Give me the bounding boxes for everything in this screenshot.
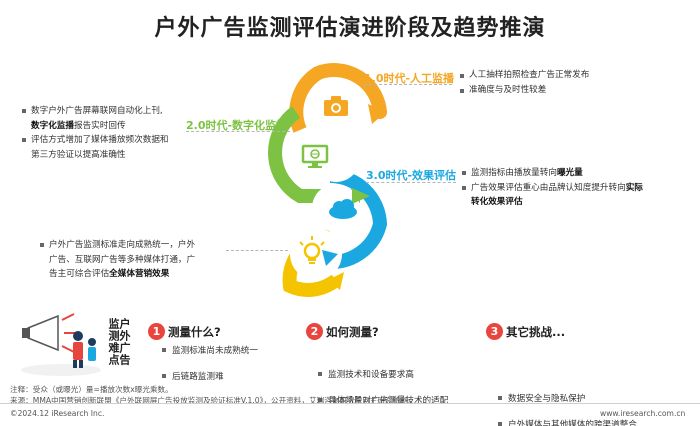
stage-2-arc xyxy=(268,106,360,203)
list-item-cont: 告主可综合评估全媒体营销效果 xyxy=(49,269,170,279)
list-item-cont: 数字化监播报告实时回传 xyxy=(31,120,126,131)
note-text: 注释：受众（或曝光）量=播放次数x曝光乘数。 xyxy=(10,385,173,394)
stage-4-bullets: 户外广告监测标准走向成熟统一，户外 广告、互联网广告等多种媒体打通，广 告主可综… xyxy=(40,238,195,282)
stage-1-arc xyxy=(311,63,387,119)
list-item-cont: 转化效果评估 xyxy=(471,197,523,207)
stage-1-bullets: 人工抽样拍照检查广告正常发布 准确度与及时性较差 xyxy=(460,68,589,98)
list-item-cont: 第三方验证以提高准确性 xyxy=(31,149,126,160)
monitor-icon xyxy=(301,144,329,168)
list-item: 准确度与及时性较差 xyxy=(460,83,589,98)
stage-3-arc xyxy=(329,168,388,269)
list-item: 人工抽样拍照检查广告正常发布 xyxy=(460,68,589,83)
source-text: 来源：MMA中国营销创新联盟《户外联网屏广告投放监测及验证标准V.1.0》，公开… xyxy=(10,396,416,405)
list-item: 数字户外广告屏幕联网自动化上刊, xyxy=(22,104,169,119)
list-item: 评估方式增加了媒体播放频次数据和 xyxy=(22,133,169,148)
list-item: 广告效果评估重心由品牌认知度提升转向实际 xyxy=(462,181,643,196)
megaphone-illustration xyxy=(21,313,101,376)
question-1-item: 后链路监测难 xyxy=(162,370,700,382)
pain-points-label: 户外广告监测难点 xyxy=(107,318,131,366)
cloud-icon xyxy=(329,199,357,219)
stage-3-connector xyxy=(366,182,456,183)
stage-1-arc-left xyxy=(289,67,322,133)
list-item-cont: 广告、互联网广告等多种媒体打通，广 xyxy=(49,254,196,265)
list-item: 户外广告监测标准走向成熟统一，户外 xyxy=(40,238,195,253)
stage-2-connector xyxy=(186,131,290,132)
lightbulb-icon xyxy=(299,236,325,264)
question-1-number: 1 xyxy=(148,323,165,340)
question-1-title: 测量什么? xyxy=(168,325,221,339)
question-2-title: 如何测量? xyxy=(326,325,379,339)
footer-url[interactable]: www.iresearch.com.cn xyxy=(600,409,686,418)
stage-4-connector xyxy=(226,250,288,251)
stage-2-label: 2.0时代-数字化监播 xyxy=(186,119,288,132)
question-2-item: 具体场景对广告测量技术的适配 xyxy=(318,394,700,406)
question-3-title: 其它挑战... xyxy=(506,325,566,339)
stage-3-label: 3.0时代-效果评估 xyxy=(366,169,457,182)
stage-1-connector xyxy=(364,84,452,85)
footer-divider xyxy=(0,403,700,404)
question-1-item: 监测标准尚未成熟统一 xyxy=(162,344,700,356)
question-2-item: 监测技术和设备要求高 xyxy=(318,368,700,380)
stage-2-bullets: 数字户外广告屏幕联网自动化上刊, 数字化监播报告实时回传 评估方式增加了媒体播放… xyxy=(22,104,169,162)
question-3-number: 3 xyxy=(486,323,503,340)
list-item: 监测指标由播放量转向曝光量 xyxy=(462,166,643,181)
stage-3-bullets: 监测指标由播放量转向曝光量 广告效果评估重心由品牌认知度提升转向实际 转化效果评… xyxy=(462,166,643,210)
copyright: ©2024.12 iResearch Inc. xyxy=(10,409,105,418)
question-3-item: 数据安全与隐私保护 xyxy=(498,392,700,404)
page-title: 户外广告监测评估演进阶段及趋势推演 xyxy=(154,16,546,41)
question-3-item: 户外媒体与其他媒体的跨渠道整合 xyxy=(498,418,700,426)
stage-1-label: 1.0时代-人工监播 xyxy=(364,72,455,85)
camera-icon xyxy=(324,96,348,116)
question-2-number: 2 xyxy=(306,323,323,340)
